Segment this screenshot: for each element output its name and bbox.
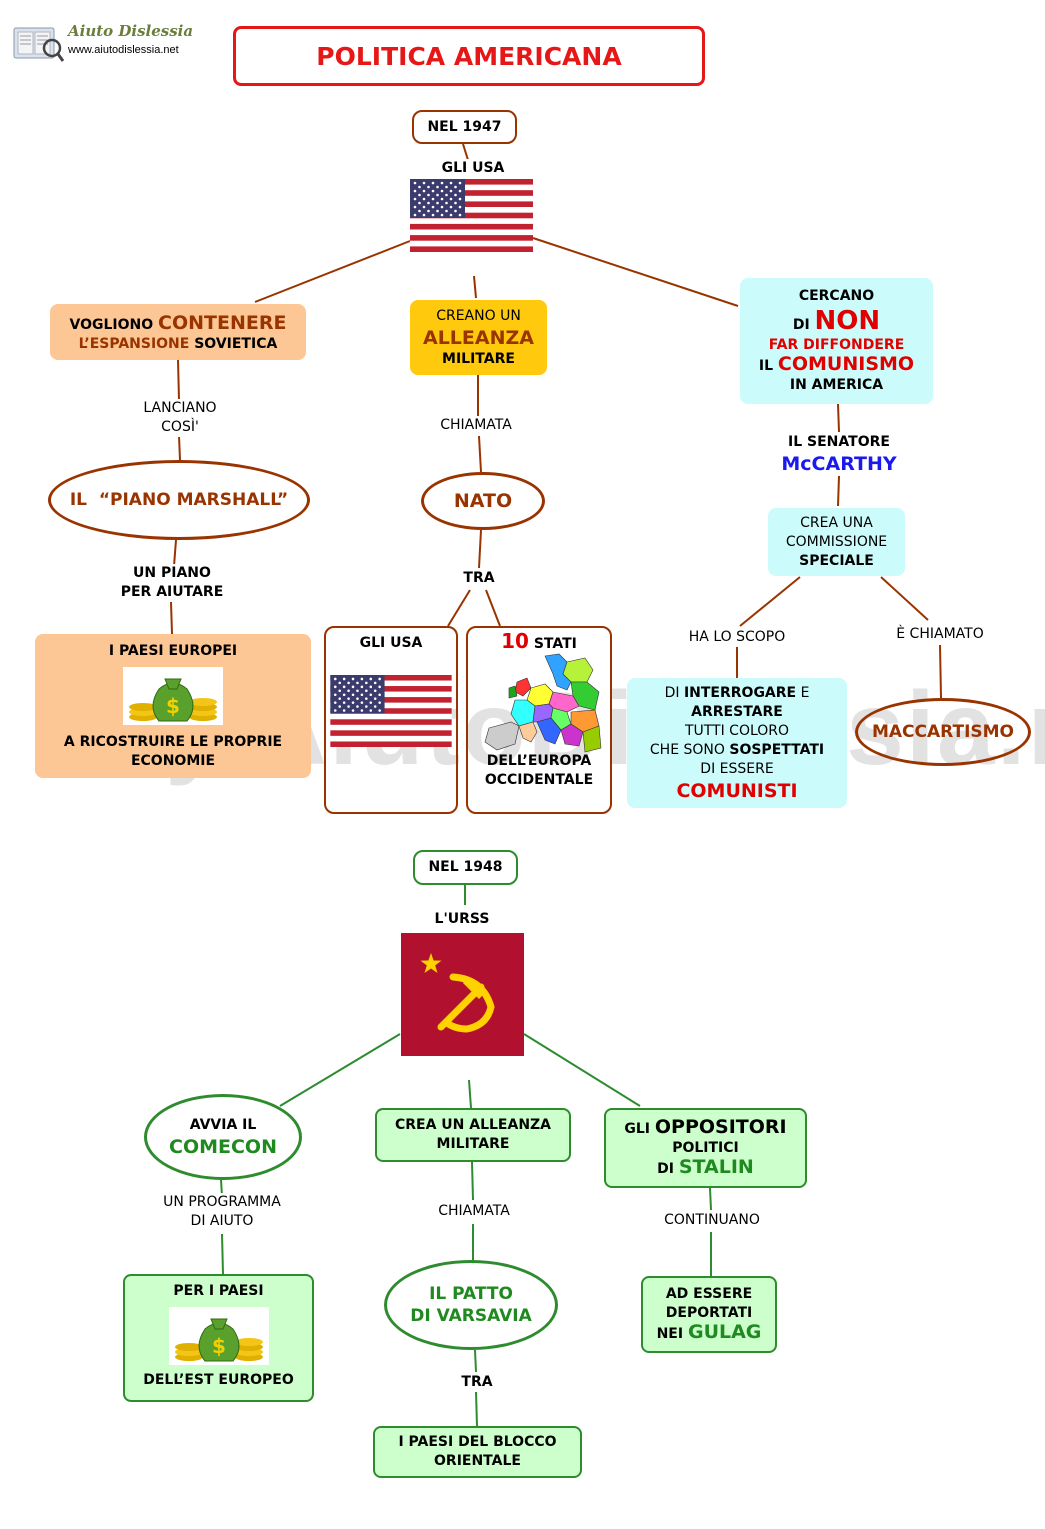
usa-member-box: GLI USA: [324, 626, 458, 814]
page-title: POLITICA AMERICANA: [233, 26, 705, 86]
link-plan-to-help: UN PIANO PER AIUTARE: [96, 564, 248, 602]
military-alliance-box: CREANO UN ALLEANZA MILITARE: [410, 300, 547, 375]
east-europe-box: PER I PAESI $ DELL’EST EUROPEO: [123, 1274, 314, 1402]
opponents-box: GLI OPPOSITORI POLITICI DI STALIN: [604, 1108, 807, 1188]
svg-text:$: $: [212, 1334, 226, 1358]
urss-alliance-box: CREA UN ALLEANZA MILITARE: [375, 1108, 571, 1162]
europe-map-icon: [484, 653, 602, 753]
comecon-node: AVVIA IL COMECON: [144, 1094, 302, 1180]
svg-text:$: $: [166, 694, 180, 718]
money-bag-icon: $: [168, 1307, 269, 1365]
link-purpose: HA LO SCOPO: [674, 628, 800, 647]
link-is-called: È CHIAMATO: [880, 625, 1000, 644]
logo-icon: [13, 27, 64, 62]
soviet-flag-icon: [401, 933, 524, 1056]
logo-name: Aiuto Dislessia: [68, 22, 194, 40]
interrogate-box: DI INTERROGARE E ARRESTARE TUTTI COLORO …: [627, 678, 847, 808]
european-countries-box: I PAESI EUROPEI $ A RICOSTRUIRE LE PROPR…: [35, 634, 311, 778]
link-between-warsaw: TRA: [452, 1373, 502, 1392]
us-flag-icon: [330, 675, 452, 747]
ten-states-box: 10 STATI DELL’EUROPA OCCIDENTALE: [466, 626, 612, 814]
gulag-box: AD ESSERE DEPORTATI NEI GULAG: [641, 1276, 777, 1353]
money-bag-icon: $: [123, 667, 223, 725]
link-launch: LANCIANO COSÌ': [120, 399, 240, 437]
link-continue: CONTINUANO: [650, 1211, 774, 1230]
us-flag-icon: [410, 179, 533, 252]
eastern-bloc-box: I PAESI DEL BLOCCO ORIENTALE: [373, 1426, 582, 1478]
warsaw-pact-node: IL PATTO DI VARSAVIA: [384, 1260, 558, 1350]
link-between-nato: TRA: [452, 569, 506, 588]
stop-communism-box: CERCANO DI NON FAR DIFFONDERE IL COMUNIS…: [740, 278, 933, 404]
special-commission-box: CREA UNA COMMISSIONE SPECIALE: [768, 508, 905, 576]
link-senator-mccarthy: IL SENATORE McCARTHY: [766, 433, 912, 476]
year-1947: NEL 1947: [412, 110, 517, 144]
page-title-text: POLITICA AMERICANA: [316, 41, 622, 71]
link-called-nato: CHIAMATA: [420, 416, 532, 435]
urss-label: L'URSS: [412, 910, 512, 929]
link-aid-program: UN PROGRAMMA DI AIUTO: [146, 1193, 298, 1231]
logo-url: www.aiutodislessia.net: [68, 44, 179, 56]
nato-node: NATO: [421, 472, 545, 530]
marshall-plan-node: IL “PIANO MARSHALL”: [48, 460, 310, 540]
usa-label: GLI USA: [420, 159, 526, 178]
site-logo[interactable]: Aiuto Dislessia www.aiutodislessia.net: [12, 20, 202, 66]
link-called-warsaw: CHIAMATA: [418, 1202, 530, 1221]
contain-expansion-box: VOGLIONO CONTENERE L’ESPANSIONE SOVIETIC…: [50, 304, 306, 360]
year-1948: NEL 1948: [413, 850, 518, 885]
maccartismo-node: MACCARTISMO: [855, 698, 1031, 766]
